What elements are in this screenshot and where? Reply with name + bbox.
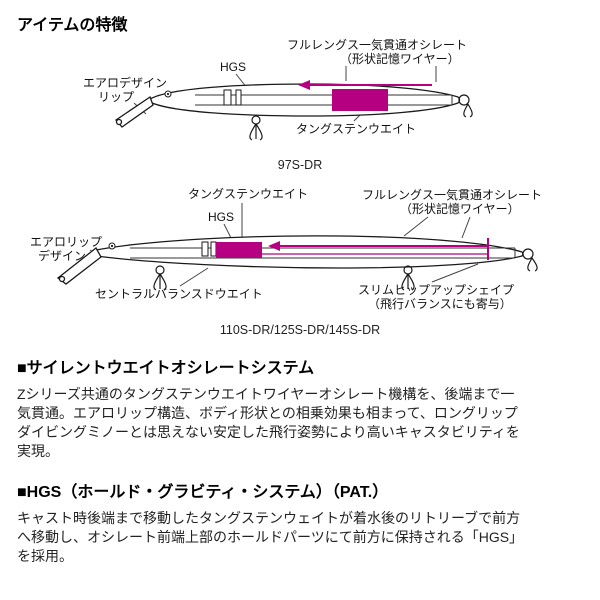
- label-full-length-oscillate-line2: （形状記憶ワイヤー）: [340, 52, 460, 66]
- label-aero-lip-design-line1: エアロリップ: [30, 235, 103, 249]
- label-tungsten-weight: タングステンウエイト: [296, 122, 417, 136]
- label-slim-hip-up-shape-line2: （飛行バランスにも寄与）: [368, 297, 512, 311]
- lure-diagram-110s-illustration: [56, 203, 538, 291]
- diagram-110s-125s-145s-dr: タングステンウエイト フルレングス一気貫通オシレート （形状記憶ワイヤー） HG…: [0, 182, 600, 344]
- oscillate-arrow: [298, 80, 432, 90]
- label-aero-design-lip-line1: エアロデザイン: [83, 76, 168, 90]
- lure-eye-pupil: [166, 92, 170, 96]
- model-caption-110s-125s-145s-dr: 110S-DR/125S-DR/145S-DR: [219, 323, 381, 337]
- label-aero-design-lip-line2: リップ: [98, 90, 135, 104]
- label-tungsten-weight: タングステンウエイト: [188, 187, 309, 201]
- diving-lip: [115, 95, 154, 128]
- lure-diagram-97s-illustration: [115, 66, 473, 141]
- hgs-hold-parts: [223, 89, 242, 106]
- rear-treble-hook: [401, 265, 415, 291]
- section-silent-weight-oscillate-system: ■サイレントウエイトオシレートシステム Zシリーズ共通のタングステンウエイトワイ…: [17, 354, 583, 461]
- line-tie-ring: [115, 118, 123, 126]
- lure-eye-pupil: [110, 244, 114, 248]
- front-treble-hook: [249, 115, 263, 141]
- label-full-length-oscillate-line2: （形状記憶ワイヤー）: [400, 202, 520, 216]
- diagram-97s-dr: フルレングス一気貫通オシレート （形状記憶ワイヤー） HGS エアロデザイン リ…: [0, 35, 600, 182]
- front-treble-hook: [153, 265, 167, 291]
- label-aero-lip-design-line2: デザイン: [38, 249, 87, 263]
- model-caption-97s-dr: 97S-DR: [277, 158, 323, 172]
- diving-lip: [56, 247, 102, 285]
- lure-body: [56, 235, 524, 285]
- section-hgs-hold-gravity-system: ■HGS（ホールド・グラビティ・システム）（PAT.） キャスト時後端まで移動し…: [17, 478, 583, 566]
- tail-ring-and-hook: [522, 248, 538, 272]
- oscillate-wire: [130, 247, 516, 259]
- section-body: Zシリーズ共通のタングステンウエイトワイヤーオシレート機構を、後端まで一気貫通。…: [17, 386, 520, 459]
- tungsten-weight-block: [216, 242, 262, 258]
- label-full-length-oscillate-line1: フルレングス一気貫通オシレート: [362, 188, 543, 202]
- label-hgs: HGS: [208, 210, 235, 224]
- feature-text-sections: ■サイレントウエイトオシレートシステム Zシリーズ共通のタングステンウエイトワイ…: [17, 354, 583, 566]
- section-body: キャスト時後端まで移動したタングステンウェイトが着水後のリトリーブで前方へ移動し…: [17, 510, 524, 564]
- label-full-length-oscillate-line1: フルレングス一気貫通オシレート: [287, 38, 468, 52]
- line-tie-ring: [58, 275, 66, 283]
- label-central-balanced-weight: セントラルバランスドウエイト: [95, 287, 263, 301]
- section-heading: ■サイレントウエイトオシレートシステム: [17, 360, 315, 377]
- page-title: アイテムの特徴: [17, 17, 128, 34]
- tail-ring-and-hook: [458, 94, 473, 118]
- oscillate-arrow: [262, 238, 489, 260]
- section-heading: ■HGS（ホールド・グラビティ・システム）（PAT.）: [17, 484, 389, 501]
- label-slim-hip-up-shape-line1: スリムヒップアップシェイプ: [358, 283, 515, 297]
- tungsten-weight-block: [332, 89, 388, 111]
- label-hgs: HGS: [220, 60, 247, 74]
